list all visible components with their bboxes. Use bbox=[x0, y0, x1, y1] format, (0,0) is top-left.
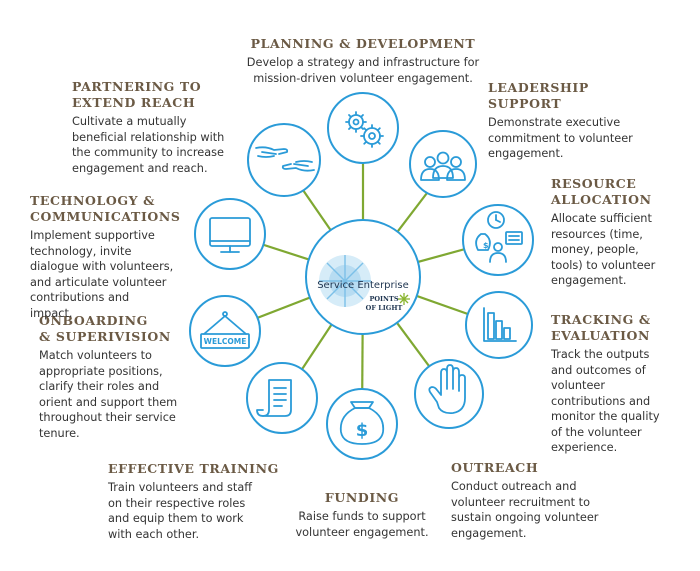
section-onboarding: ONBOARDING & SUPERIVISION Match voluntee… bbox=[39, 313, 199, 441]
snowflake-logo-icon bbox=[319, 255, 371, 307]
points-of-light-line1: POINTS bbox=[369, 295, 398, 303]
title-partnering: PARTNERING TO EXTEND REACH bbox=[72, 79, 202, 110]
money-bag-icon: $ bbox=[339, 401, 385, 445]
node-training bbox=[246, 362, 318, 434]
node-onboarding: WELCOME bbox=[189, 295, 261, 367]
section-partnering: PARTNERING TO EXTEND REACH Cultivate a m… bbox=[72, 79, 252, 176]
node-outreach bbox=[414, 359, 484, 429]
section-outreach: OUTREACH Conduct outreach and volunteer … bbox=[451, 460, 671, 541]
desc-onboarding: Match volunteers to appropriate position… bbox=[39, 349, 178, 440]
svg-text:$: $ bbox=[356, 420, 369, 441]
section-resource: RESOURCE ALLOCATION Allocate sufficient … bbox=[551, 176, 696, 289]
desc-technology: Implement supportive technology, invite … bbox=[30, 229, 174, 320]
desc-resource: Allocate sufficient resources (time, mon… bbox=[551, 212, 656, 287]
desc-tracking: Track the outputs and outcomes of volunt… bbox=[551, 348, 660, 454]
center-hub: Service Enterprise POINTS OF LIGHT bbox=[305, 219, 421, 335]
node-partnering bbox=[247, 123, 321, 197]
monitor-icon bbox=[209, 217, 251, 253]
node-leadership bbox=[409, 130, 477, 198]
desc-training: Train volunteers and staff on their resp… bbox=[108, 481, 253, 541]
raised-hand-icon bbox=[428, 364, 466, 415]
svg-text:$: $ bbox=[483, 241, 489, 250]
title-planning: PLANNING & DEVELOPMENT bbox=[250, 36, 476, 51]
gears-icon bbox=[345, 111, 384, 148]
section-training: EFFECTIVE TRAINING Train volunteers and … bbox=[108, 461, 308, 542]
welcome-sign-text: WELCOME bbox=[204, 337, 247, 346]
section-technology: TECHNOLOGY & COMMUNICATIONS Implement su… bbox=[30, 193, 190, 321]
title-leadership: LEADERSHIP SUPPORT bbox=[488, 80, 589, 111]
node-tracking bbox=[465, 291, 533, 359]
desc-leadership: Demonstrate executive commitment to volu… bbox=[488, 116, 633, 160]
resources-icon: $ bbox=[475, 211, 523, 263]
node-resource: $ bbox=[462, 204, 534, 276]
bar-chart-icon bbox=[483, 307, 517, 342]
welcome-sign-icon: WELCOME bbox=[200, 311, 250, 349]
title-onboarding: ONBOARDING & SUPERIVISION bbox=[39, 313, 171, 344]
hub-label: Service Enterprise bbox=[317, 280, 409, 291]
people-icon bbox=[420, 151, 466, 181]
title-training: EFFECTIVE TRAINING bbox=[108, 461, 279, 476]
desc-planning: Develop a strategy and infrastructure fo… bbox=[246, 56, 480, 85]
section-leadership: LEADERSHIP SUPPORT Demonstrate executive… bbox=[488, 80, 688, 162]
section-tracking: TRACKING & EVALUATION Track the outputs … bbox=[551, 312, 696, 456]
document-icon bbox=[256, 379, 292, 417]
node-technology bbox=[194, 198, 266, 270]
title-tracking: TRACKING & EVALUATION bbox=[551, 312, 651, 343]
reaching-hands-icon bbox=[255, 146, 315, 172]
points-of-light-line2: OF LIGHT bbox=[366, 304, 403, 312]
section-funding: FUNDING Raise funds to support volunteer… bbox=[262, 490, 462, 540]
node-funding: $ bbox=[326, 388, 398, 460]
section-planning: PLANNING & DEVELOPMENT Develop a strateg… bbox=[188, 36, 538, 86]
title-resource: RESOURCE ALLOCATION bbox=[551, 176, 652, 207]
star-icon bbox=[398, 293, 410, 305]
title-technology: TECHNOLOGY & COMMUNICATIONS bbox=[30, 193, 181, 224]
desc-funding: Raise funds to support volunteer engagem… bbox=[295, 510, 429, 539]
title-outreach: OUTREACH bbox=[451, 460, 539, 475]
node-planning bbox=[327, 92, 399, 164]
desc-partnering: Cultivate a mutually beneficial relation… bbox=[72, 115, 225, 175]
desc-outreach: Conduct outreach and volunteer recruitme… bbox=[451, 480, 599, 540]
title-funding: FUNDING bbox=[324, 490, 400, 505]
